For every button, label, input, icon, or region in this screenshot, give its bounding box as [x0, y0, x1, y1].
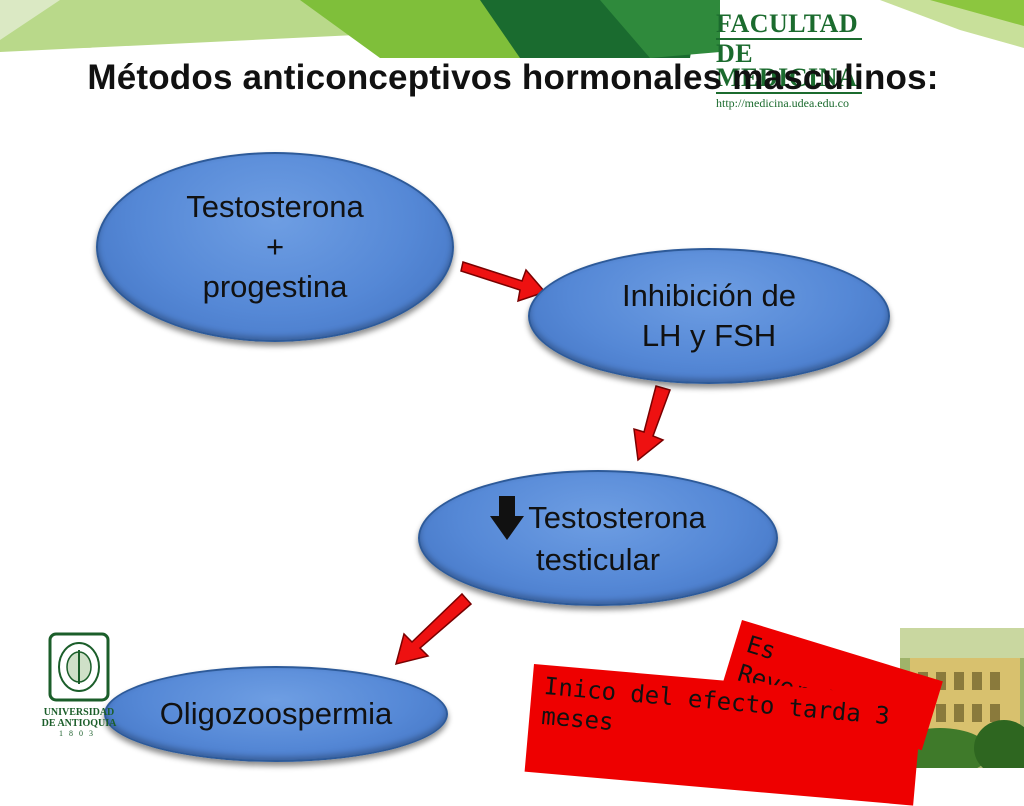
slide-title: Métodos anticonceptivos hormonales mascu… [87, 58, 939, 97]
node-line: LH y FSH [641, 318, 777, 353]
node-line: testicular [535, 542, 661, 577]
university-year: 1803 [59, 729, 99, 738]
node-line-row: Testosterona [490, 496, 706, 540]
node-line: progestina [202, 269, 348, 304]
university-logo: UNIVERSIDAD DE ANTIOQUIA 1803 [38, 632, 120, 738]
university-name-line-1: UNIVERSIDAD [43, 707, 115, 718]
logo-line-2: DE MEDICINA [716, 39, 858, 92]
faculty-logo: FACULTAD DE MEDICINA http://medicina.ude… [716, 9, 866, 111]
arrow-n1-to-n2 [460, 261, 547, 303]
node-line: Inhibición de [621, 278, 797, 313]
down-arrow-icon [490, 496, 525, 540]
university-name-line-2: DE ANTIOQUIA [41, 718, 117, 729]
logo-line-1: FACULTAD [716, 9, 859, 38]
logo-rule [716, 38, 862, 40]
node-testosterona-progestina: Testosterona + progestina [96, 152, 454, 342]
diagram-arrows [394, 261, 671, 666]
header-band [0, 0, 1024, 58]
university-seal-icon [48, 632, 110, 702]
node-line: Oligozoospermia [159, 696, 393, 731]
logo-rule-2 [716, 92, 862, 94]
node-line: + [265, 229, 285, 264]
arrow-n2-to-n3 [633, 385, 671, 462]
node-line: Testosterona [528, 500, 706, 535]
node-testosterona-testicular: Testosterona testicular [418, 470, 778, 606]
node-inhibicion-lh-fsh: Inhibición de LH y FSH [528, 248, 890, 384]
logo-url: http://medicina.udea.edu.co [716, 96, 849, 110]
node-oligozoospermia: Oligozoospermia [104, 666, 448, 762]
node-line: Testosterona [186, 189, 364, 224]
arrow-n3-to-n4 [394, 592, 473, 666]
